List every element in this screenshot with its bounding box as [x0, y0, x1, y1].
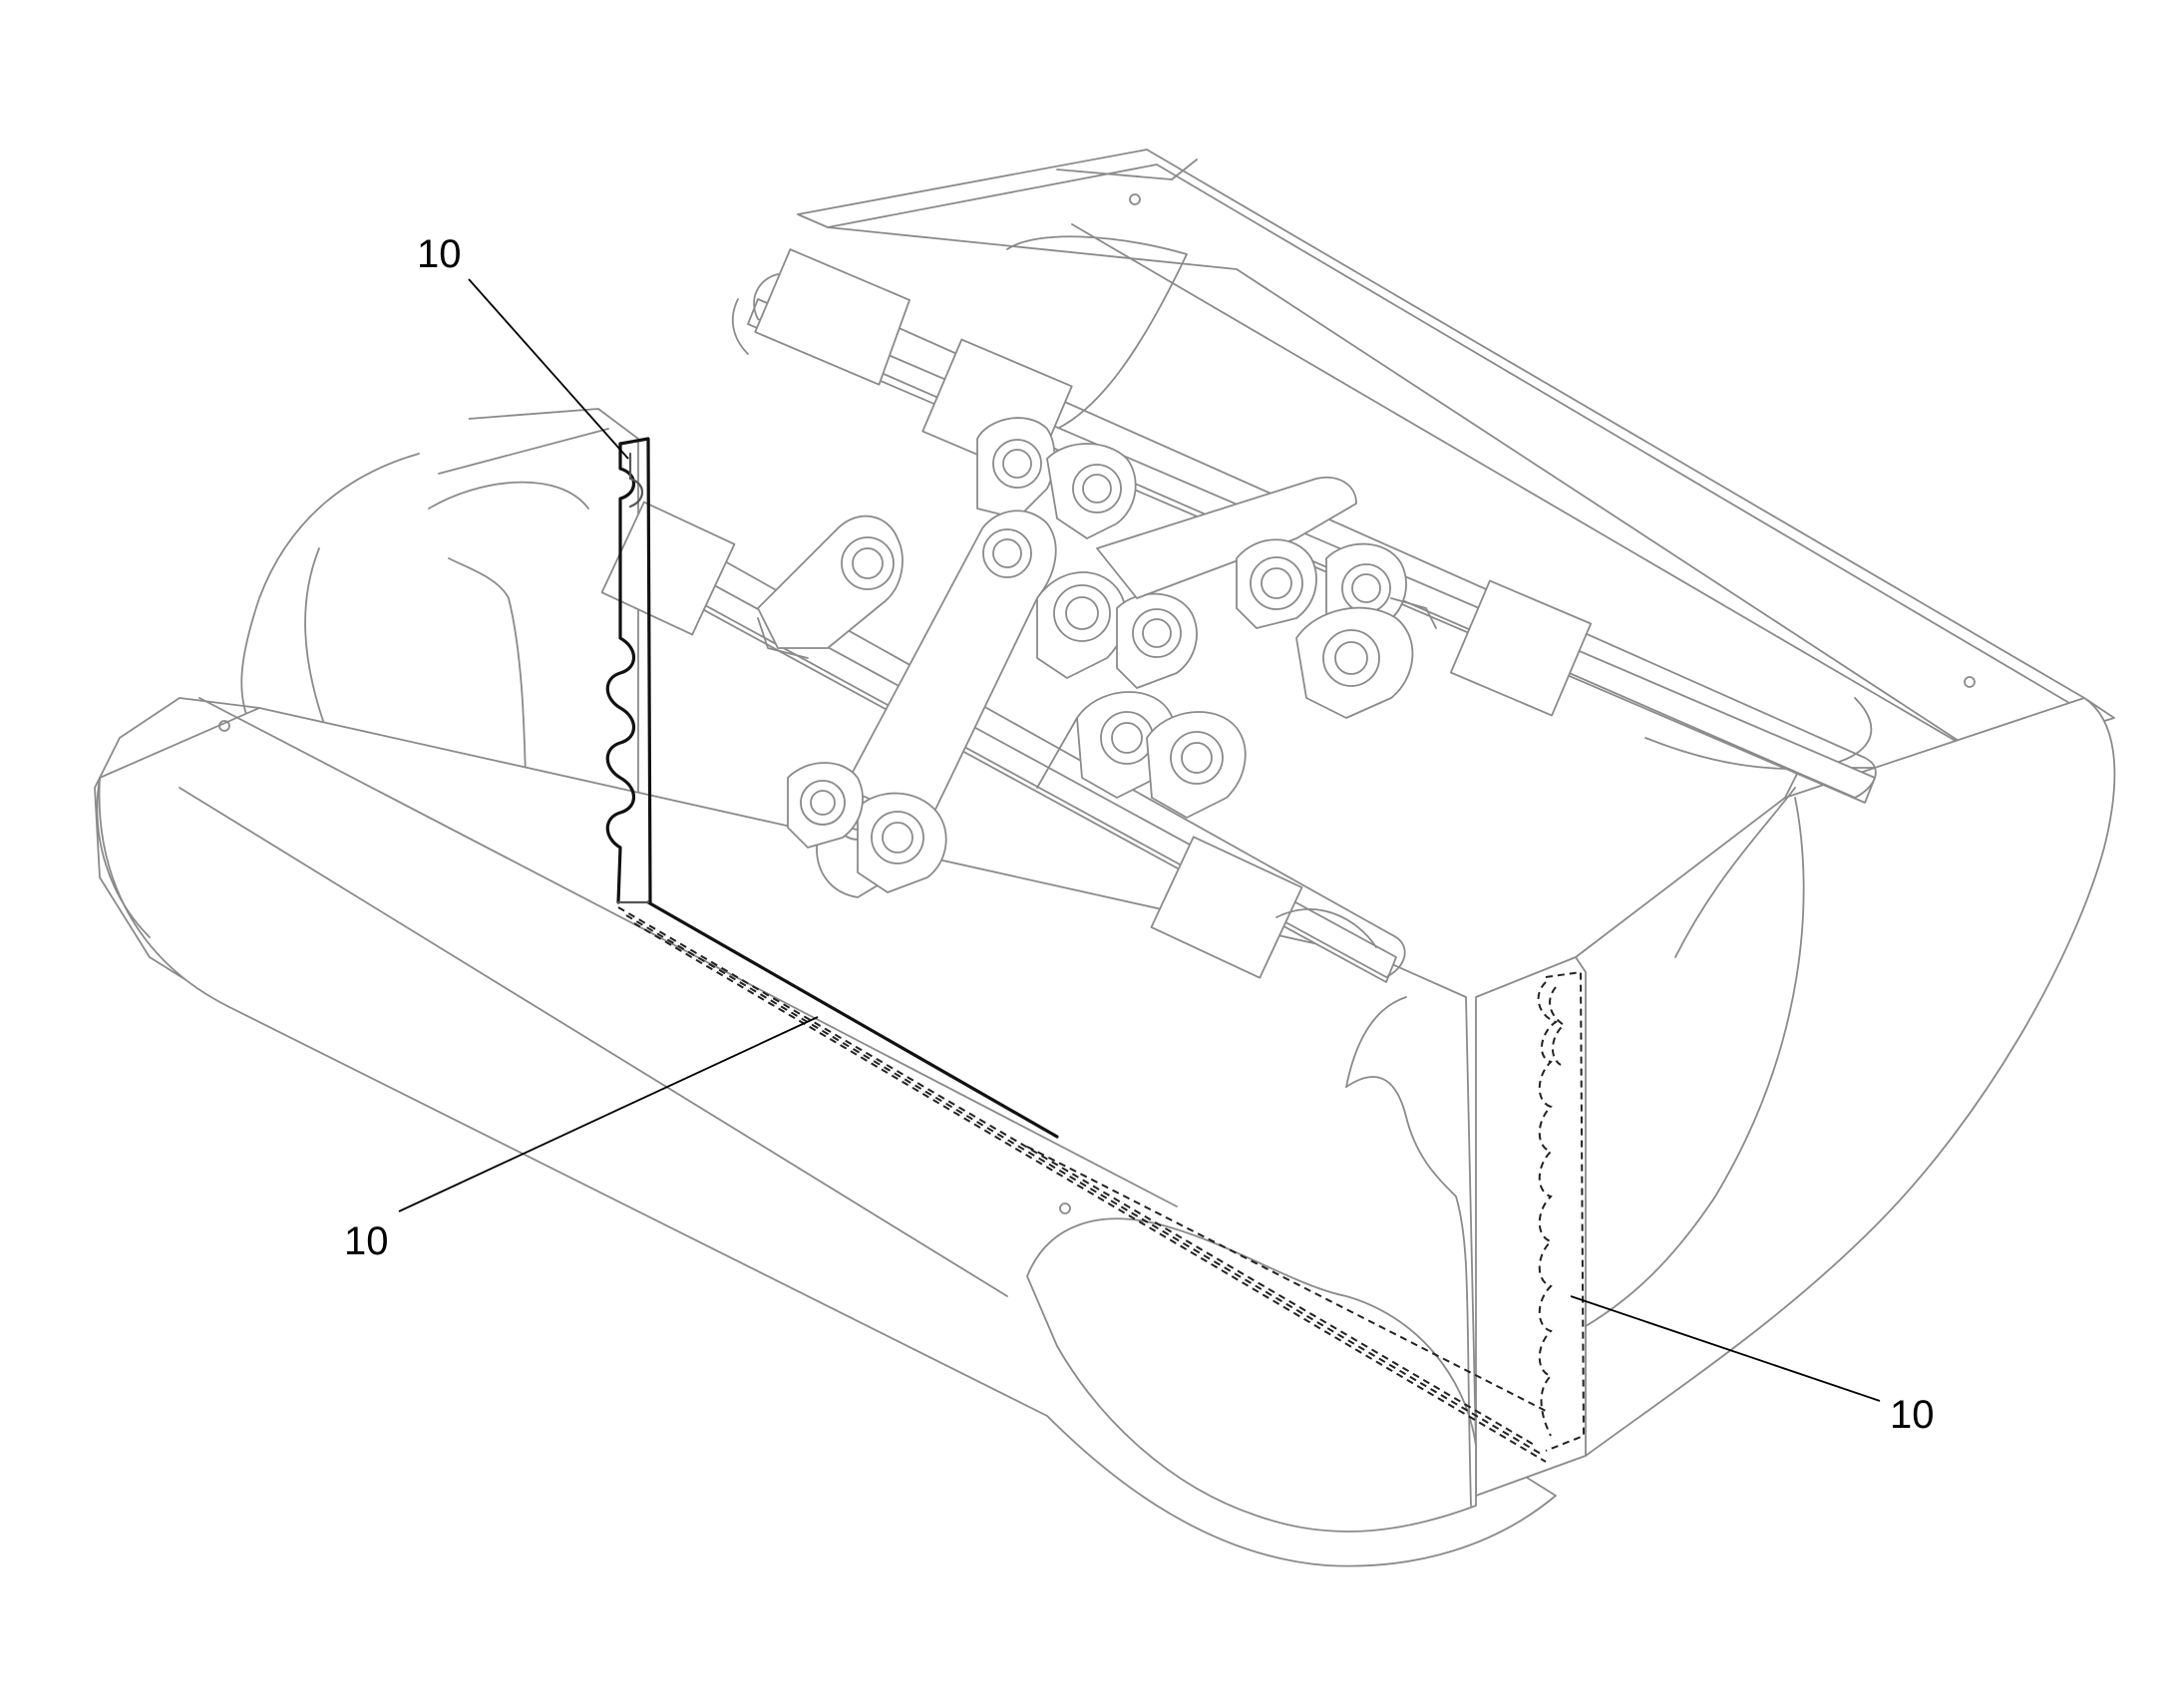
leader-lower-left [398, 1016, 819, 1212]
reference-numeral-lower-right: 10 [1890, 1393, 1935, 1437]
wear-plate-bottom [616, 900, 1547, 1463]
reference-numeral-upper-left: 10 [417, 232, 462, 276]
bucket-right-end-cap [1475, 697, 2116, 1497]
leader-upper-left [468, 278, 629, 460]
lower-hinge-shaft [600, 501, 1406, 983]
reference-numeral-lower-left: 10 [344, 1219, 389, 1263]
wear-plate-right-side [1537, 970, 1586, 1452]
linkage-lugs [757, 417, 1437, 898]
leader-lower-right [1570, 1295, 1881, 1402]
bucket-front-right-lip [1026, 996, 1477, 1533]
wear-plate-left-side [605, 437, 652, 904]
